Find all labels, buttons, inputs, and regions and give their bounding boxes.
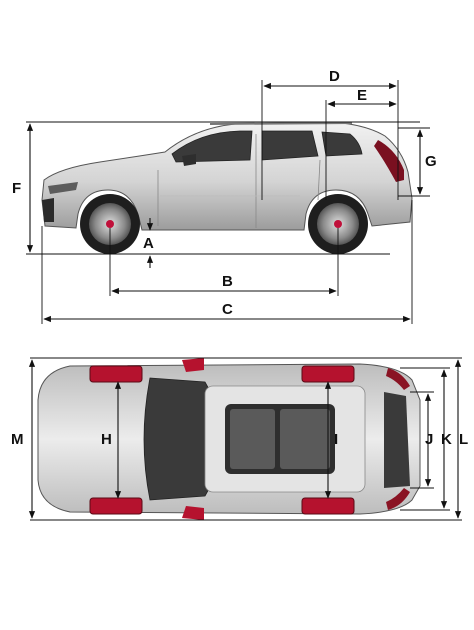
- dim-label-g: G: [425, 153, 437, 170]
- dim-label-h: H: [101, 431, 112, 448]
- dim-label-b: B: [222, 273, 233, 290]
- dim-label-a: A: [143, 235, 154, 252]
- car-side-body: [41, 121, 413, 231]
- rear-right-tyre: [301, 497, 355, 515]
- dim-label-c: C: [222, 301, 233, 318]
- dim-label-e: E: [357, 87, 367, 104]
- top-view: M H I J K L: [11, 357, 468, 521]
- rear-left-tyre: [301, 365, 355, 383]
- dim-label-l: L: [459, 431, 468, 448]
- front-right-tyre: [89, 497, 143, 515]
- dim-label-m: M: [11, 431, 24, 448]
- dim-label-i: I: [334, 431, 338, 448]
- rear-wheel-side: [308, 194, 368, 254]
- front-left-tyre: [89, 365, 143, 383]
- dim-label-f: F: [12, 180, 21, 197]
- dim-label-k: K: [441, 431, 452, 448]
- front-wheel-side: [80, 194, 140, 254]
- dim-label-j: J: [425, 431, 433, 448]
- side-view: F A B C D E G: [12, 68, 437, 324]
- dim-label-d: D: [329, 68, 340, 85]
